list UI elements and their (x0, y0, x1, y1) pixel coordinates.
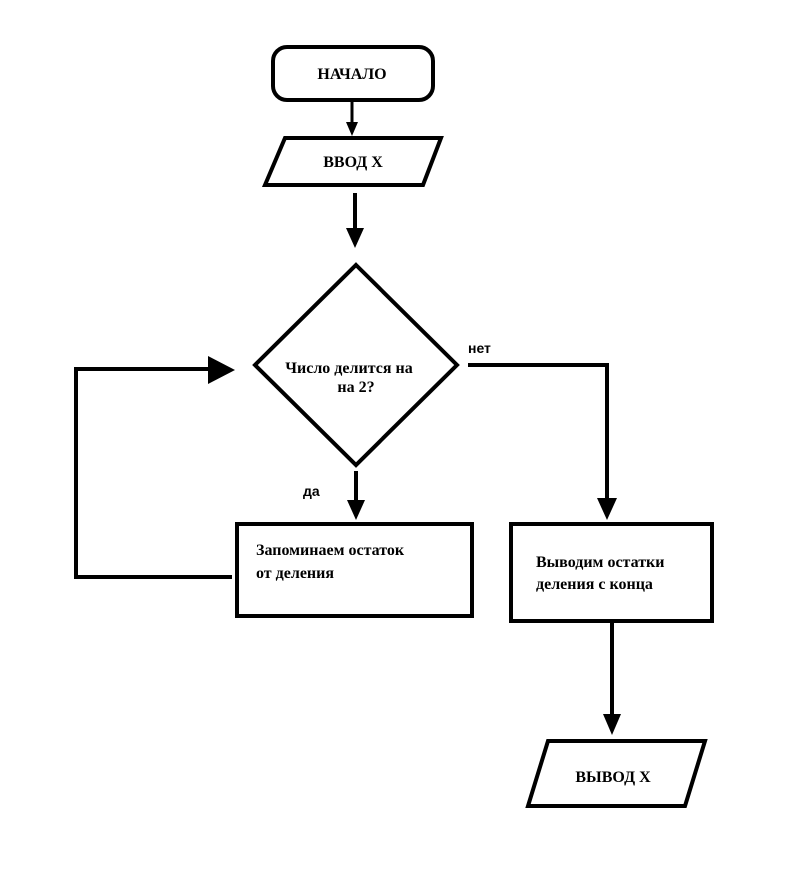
remember-node: Запоминаем остаток от деления (235, 522, 474, 618)
arrow-start-to-input (346, 101, 358, 136)
yes-label: да (303, 483, 320, 499)
start-label: НАЧАЛО (317, 66, 386, 83)
arrow-loop-back (74, 356, 235, 579)
arrow-to-output (603, 622, 621, 735)
arrow-yes-branch (347, 471, 365, 520)
remember-label-line1: Запоминаем остаток (256, 542, 405, 559)
no-label: нет (468, 340, 491, 356)
output-node: ВЫВОД Х (525, 739, 708, 808)
arrow-no-branch (468, 363, 617, 520)
output-remainders-node: Выводим остатки деления с конца (509, 522, 714, 623)
input-label: ВВОД Х (323, 154, 383, 171)
decision-label-line1: Число делится на (285, 360, 412, 377)
output-label: ВЫВОД Х (575, 769, 651, 786)
output-remainders-label-line1: Выводим остатки (536, 554, 664, 571)
start-node: НАЧАЛО (271, 45, 435, 102)
output-remainders-label-line2: деления с конца (536, 576, 653, 593)
arrow-input-to-decision (346, 193, 364, 248)
decision-label-line2: на 2? (337, 379, 374, 396)
remember-label-line2: от деления (256, 565, 334, 582)
input-node: ВВОД Х (261, 136, 444, 187)
decision-node: Число делится на на 2? (252, 262, 460, 468)
